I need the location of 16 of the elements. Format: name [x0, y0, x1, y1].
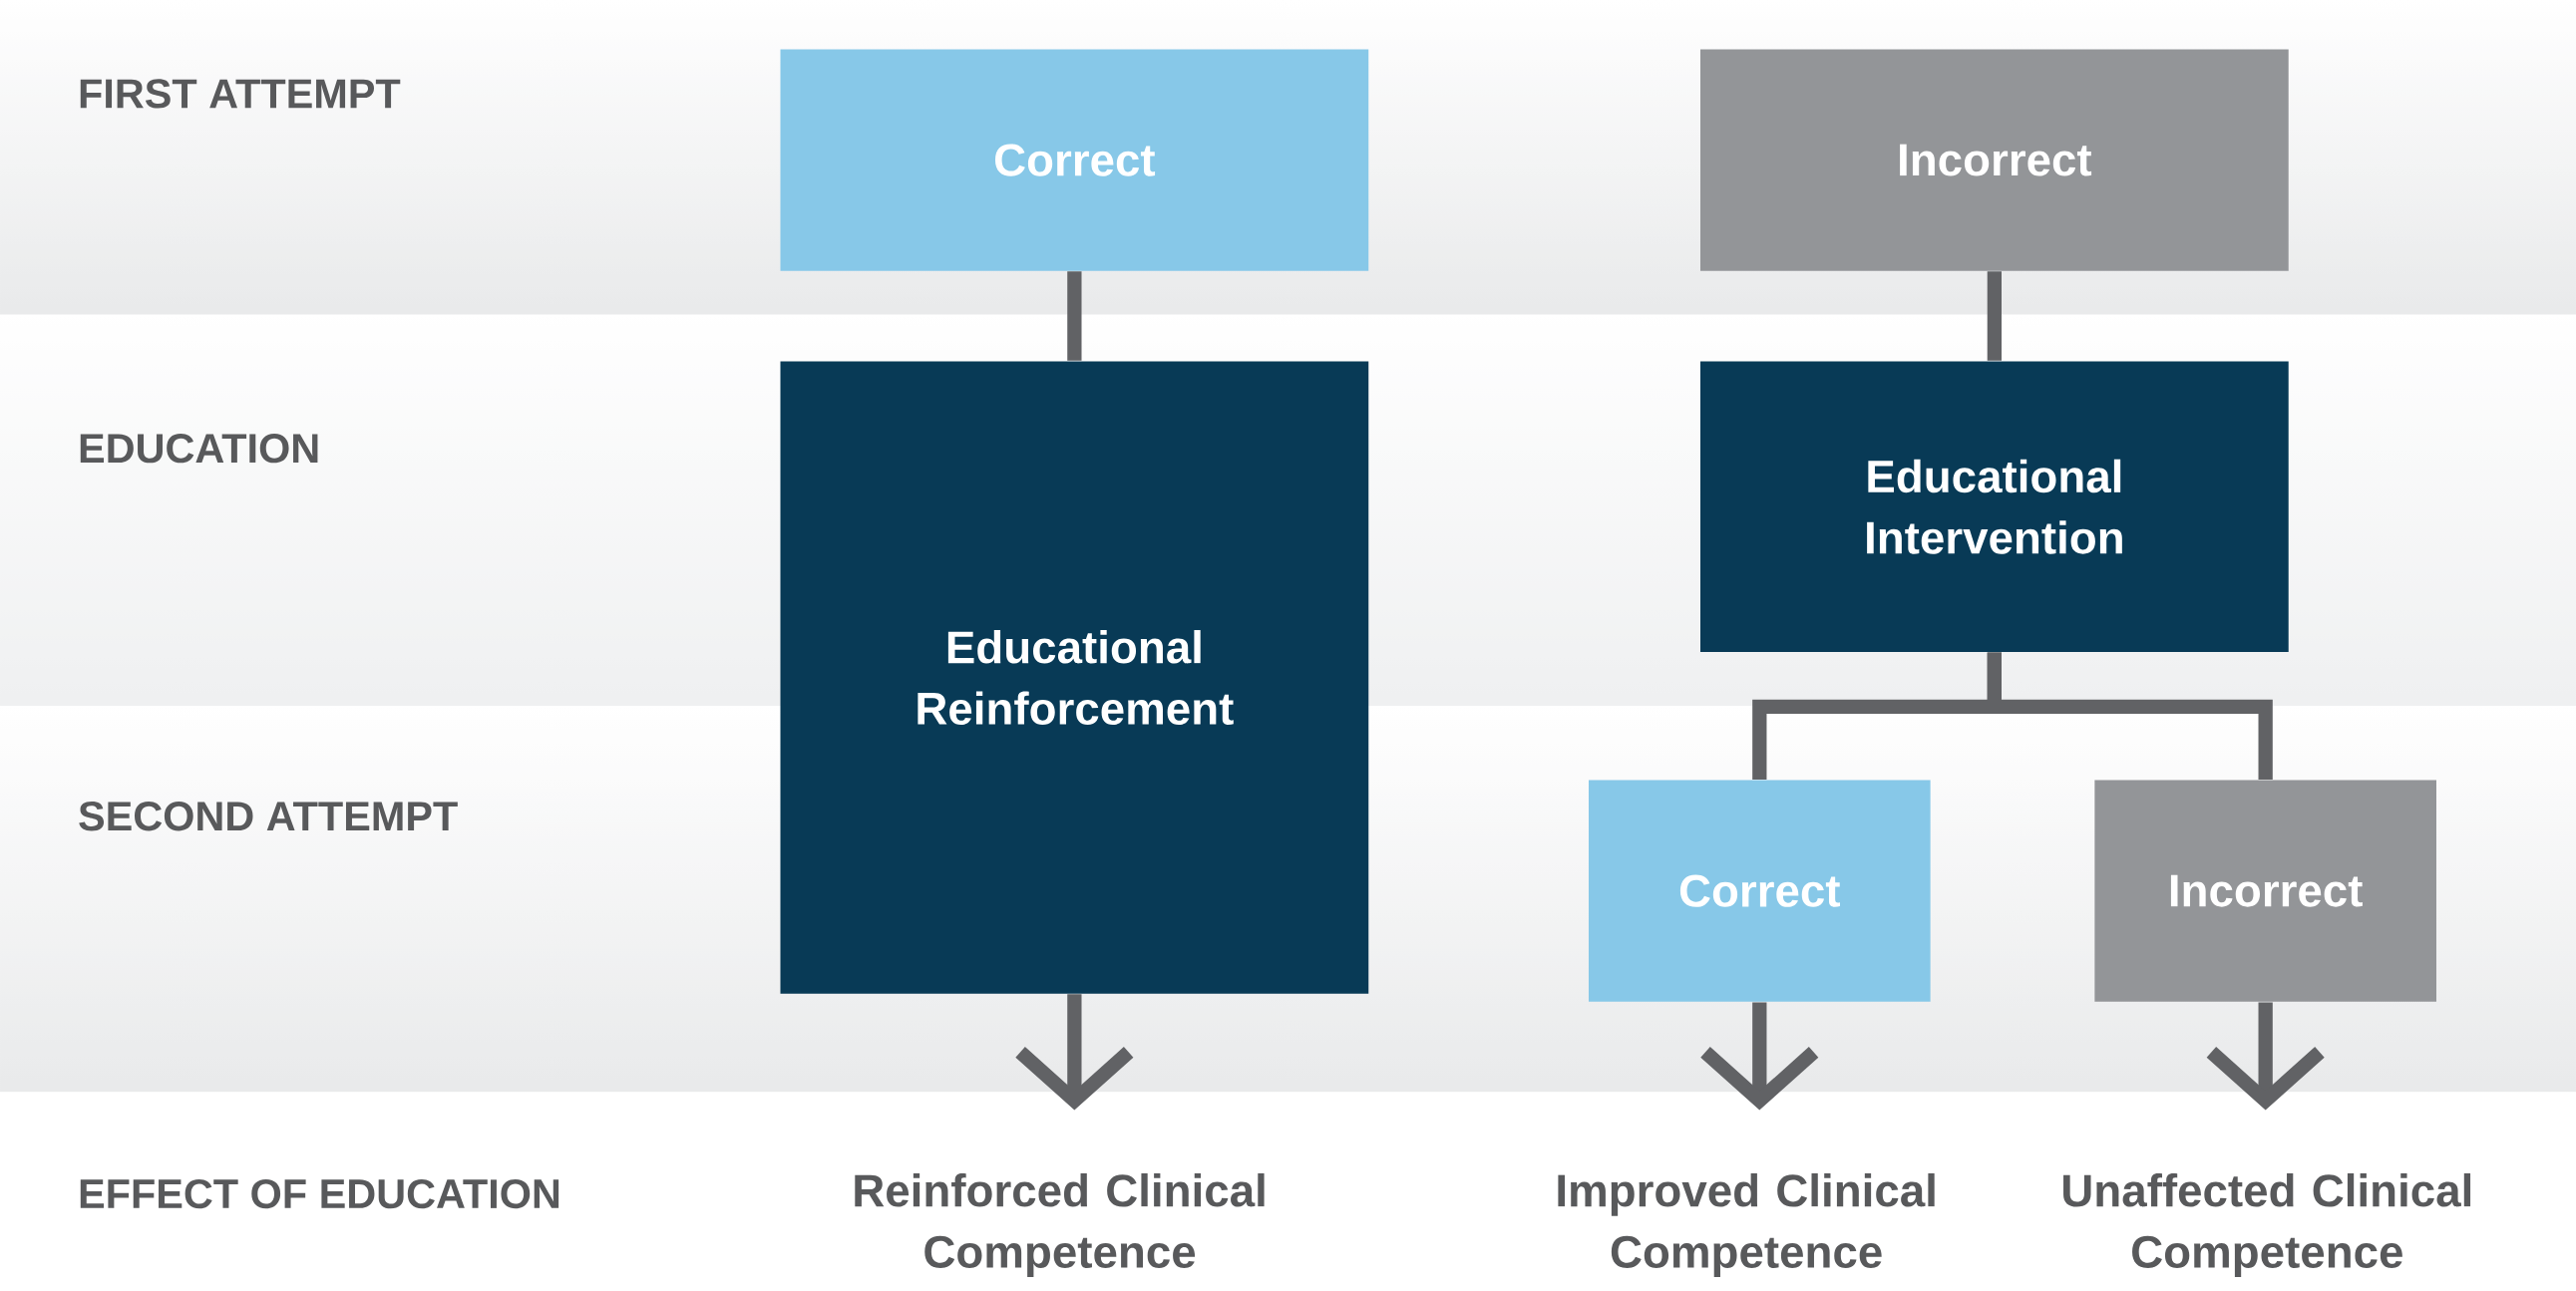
outcome-label: Improved Clinical Competence [1558, 1173, 1935, 1278]
connector-line [1067, 271, 1082, 361]
education-box: Educational Intervention [1700, 361, 2289, 653]
row-label: EFFECT OF EDUCATION [80, 1179, 559, 1209]
result-box: Incorrect [1700, 49, 2289, 271]
row-label: EDUCATION [80, 434, 318, 464]
outcome-label: Reinforced Clinical Competence [855, 1173, 1265, 1278]
connector-line [1987, 271, 2002, 361]
row-label: SECOND ATTEMPT [79, 802, 458, 831]
result-box: Correct [1589, 780, 1931, 1002]
education-box: Educational Reinforcement [780, 361, 1369, 994]
result-box: Correct [780, 49, 1369, 271]
connector-line [1987, 652, 2273, 780]
outcome-label: Unaffected Clinical Competence [2063, 1173, 2471, 1278]
row-label: FIRST ATTEMPT [80, 79, 401, 109]
result-box: Incorrect [2094, 780, 2436, 1002]
